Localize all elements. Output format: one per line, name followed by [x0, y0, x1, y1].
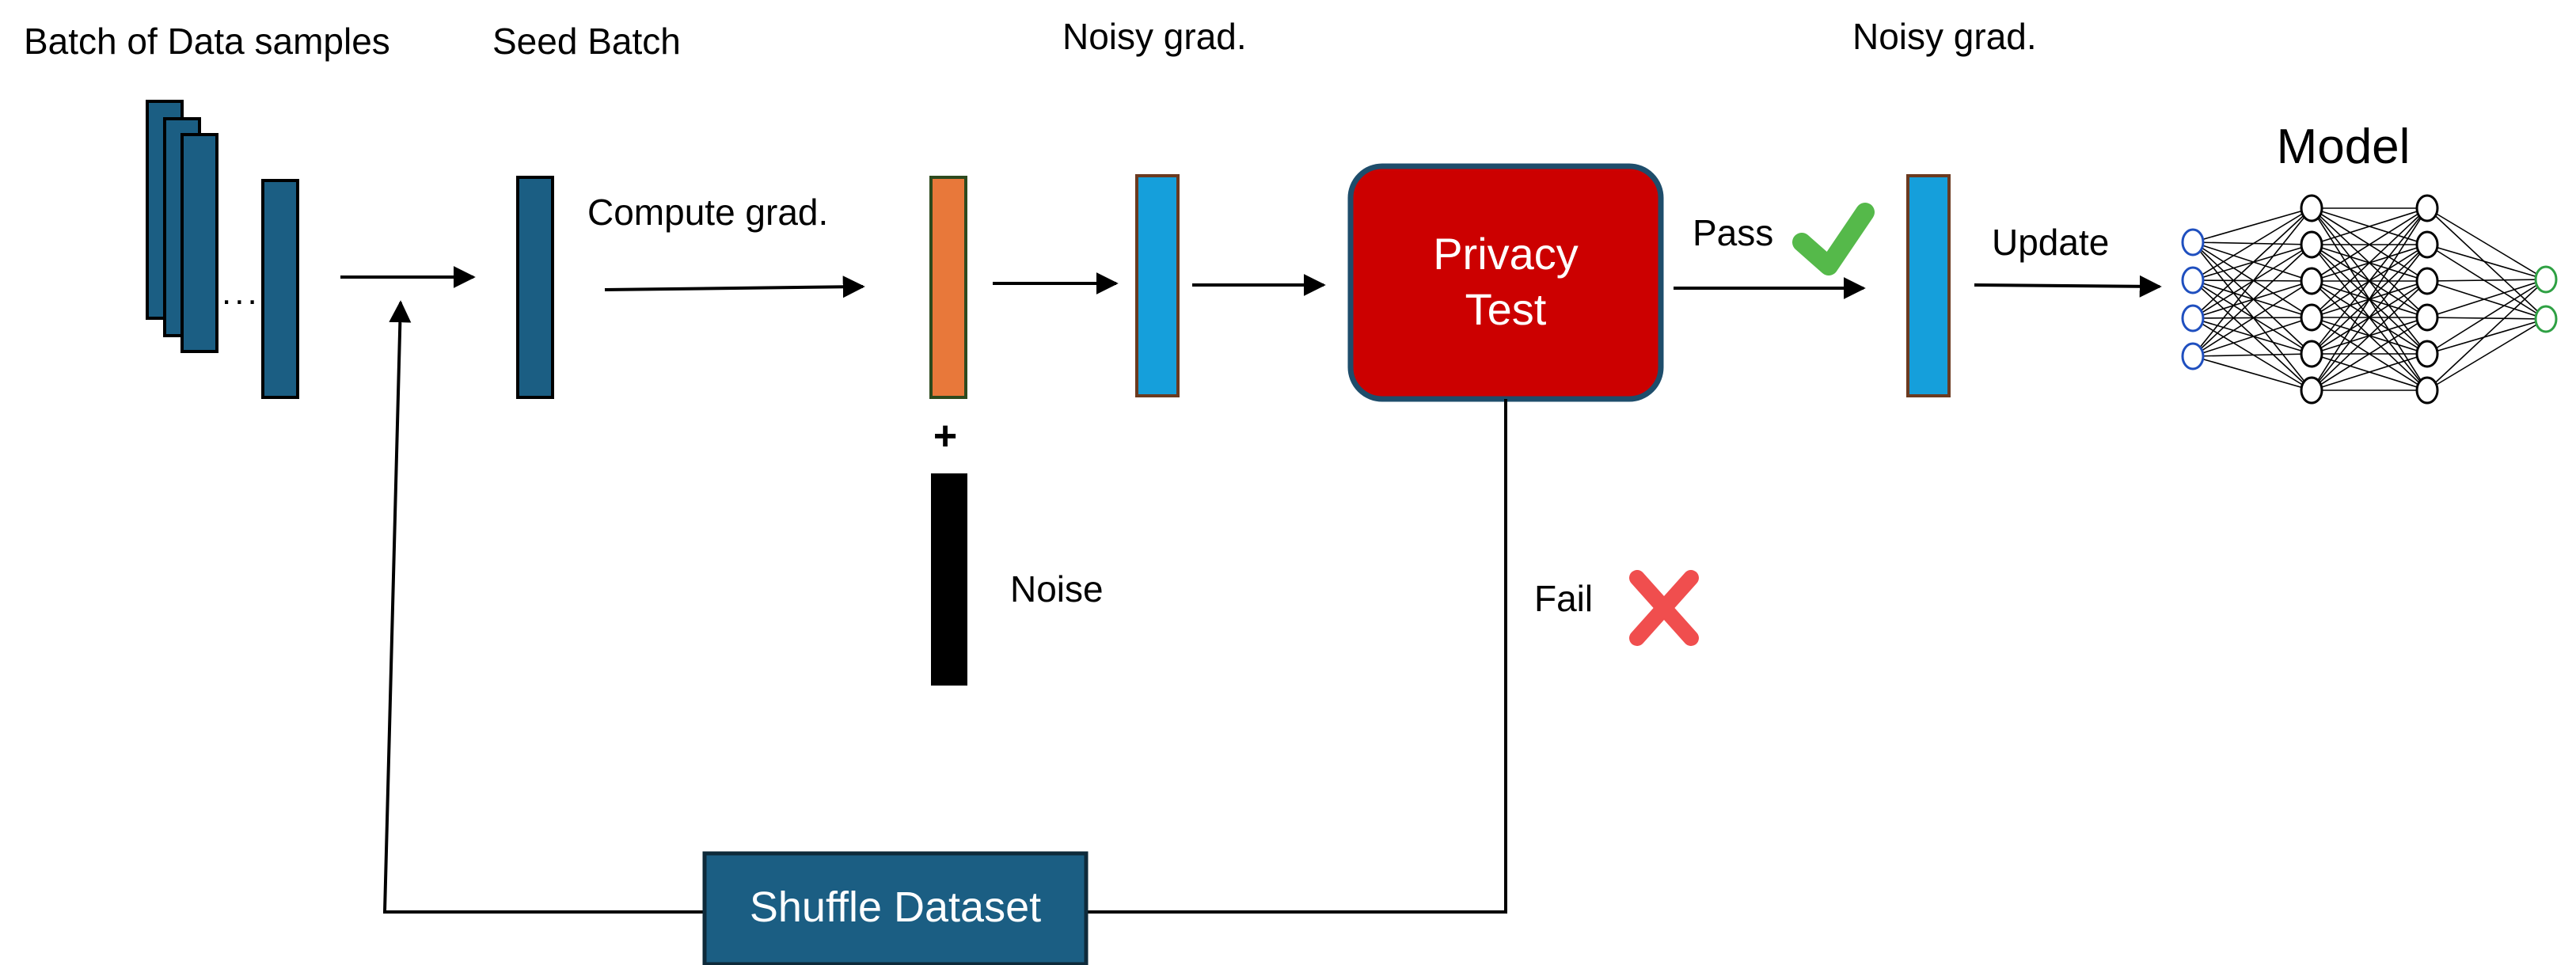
nn-edge — [2426, 279, 2547, 355]
nn-edge — [2192, 241, 2312, 355]
nn-hidden-node — [2415, 303, 2439, 332]
shuffle-dataset-box: Shuffle Dataset — [702, 851, 1089, 965]
nn-hidden-node — [2415, 267, 2439, 295]
seed-batch-block — [516, 176, 554, 399]
nn-output-node — [2534, 265, 2558, 294]
privacy-test-label-line2: Test — [1465, 284, 1547, 334]
nn-edge — [2192, 355, 2312, 391]
arrow-seed-to-gradient — [604, 275, 865, 298]
noisy-grad-label-2: Noisy grad. — [1852, 16, 2037, 57]
noise-label: Noise — [1010, 568, 1104, 610]
nn-edge — [2192, 207, 2312, 319]
nn-edge — [2192, 279, 2312, 391]
gradient-block — [929, 176, 967, 399]
nn-hidden-node — [2300, 194, 2323, 222]
nn-input-node — [2181, 266, 2205, 294]
nn-edge — [2192, 207, 2312, 243]
nn-edge — [2426, 207, 2547, 280]
nn-edge — [2192, 207, 2312, 357]
nn-hidden-node — [2415, 340, 2439, 368]
nn-edge — [2192, 241, 2312, 318]
nn-hidden-node — [2415, 194, 2439, 222]
nn-edge — [2311, 207, 2428, 391]
nn-hidden-node — [2300, 230, 2323, 259]
nn-edge — [2426, 279, 2547, 391]
update-label: Update — [1992, 222, 2109, 263]
noisy-gradient-block-2 — [1906, 174, 1951, 397]
nn-edge — [2426, 317, 2547, 320]
nn-edge — [2426, 318, 2547, 355]
arrow-update-to-model — [1974, 275, 2162, 298]
nn-edge — [2192, 317, 2312, 391]
nn-edge — [2192, 279, 2312, 318]
nn-edge — [2192, 317, 2312, 357]
nn-edge — [2192, 280, 2312, 357]
nn-edge — [2311, 207, 2428, 318]
batch-of-samples-label: Batch of Data samples — [24, 21, 390, 62]
nn-edge — [2192, 241, 2312, 391]
nn-edge — [2311, 280, 2428, 391]
pass-label: Pass — [1693, 212, 1773, 253]
nn-hidden-node — [2415, 230, 2439, 259]
nn-edge — [2426, 318, 2547, 391]
nn-edge — [2426, 280, 2547, 320]
nn-edge — [2311, 207, 2428, 355]
nn-hidden-node — [2415, 376, 2439, 405]
nn-edge — [2426, 279, 2547, 318]
nn-hidden-node — [2300, 303, 2323, 332]
nn-edge — [2192, 317, 2312, 319]
nn-hidden-node — [2300, 267, 2323, 295]
privacy-test-label-line1: Privacy — [1433, 229, 1579, 279]
nn-edge — [2192, 317, 2312, 355]
data-sample-block — [180, 133, 218, 353]
noise-block — [931, 473, 967, 686]
data-batch-stack: ... — [146, 100, 299, 399]
nn-edge — [2192, 241, 2312, 245]
nn-input-node — [2181, 304, 2205, 332]
nn-edge — [2311, 244, 2428, 391]
nn-hidden-node — [2300, 340, 2323, 368]
fail-label: Fail — [1534, 578, 1593, 619]
check-icon — [1792, 203, 1875, 275]
nn-input-node — [2181, 228, 2205, 256]
data-sample-block — [261, 179, 299, 399]
nn-edge — [2311, 317, 2428, 391]
nn-input-node — [2181, 342, 2205, 370]
nn-output-node — [2534, 305, 2558, 333]
cross-icon — [1629, 570, 1699, 646]
nn-edge — [2311, 207, 2428, 245]
feedback-line-to-seed — [382, 300, 705, 914]
noisy-gradient-block-1 — [1135, 174, 1180, 397]
nn-edge — [2192, 353, 2312, 357]
nn-edge — [2426, 244, 2547, 280]
neural-network-model — [2181, 194, 2558, 405]
privacy-test-box: Privacy Test — [1347, 163, 1664, 402]
nn-edge — [2426, 279, 2547, 282]
nn-edge — [2426, 244, 2547, 320]
seed-batch-label: Seed Batch — [492, 21, 681, 62]
plus-sign: + — [933, 413, 957, 459]
noisy-grad-label-1: Noisy grad. — [1062, 16, 1247, 57]
nn-edge — [2192, 207, 2312, 281]
compute-grad-label: Compute grad. — [587, 192, 828, 233]
model-label: Model — [2277, 120, 2411, 174]
nn-edge — [2192, 279, 2312, 282]
nn-edge — [2426, 207, 2547, 320]
fail-feedback-line — [1086, 399, 1507, 914]
nn-edge — [2311, 353, 2428, 391]
shuffle-dataset-label: Shuffle Dataset — [750, 883, 1041, 931]
nn-edge — [2192, 244, 2312, 357]
nn-hidden-node — [2300, 376, 2323, 405]
nn-edge — [2192, 279, 2312, 355]
ellipsis: ... — [222, 273, 260, 312]
nn-edge — [2311, 207, 2428, 282]
nn-edge — [2192, 241, 2312, 282]
